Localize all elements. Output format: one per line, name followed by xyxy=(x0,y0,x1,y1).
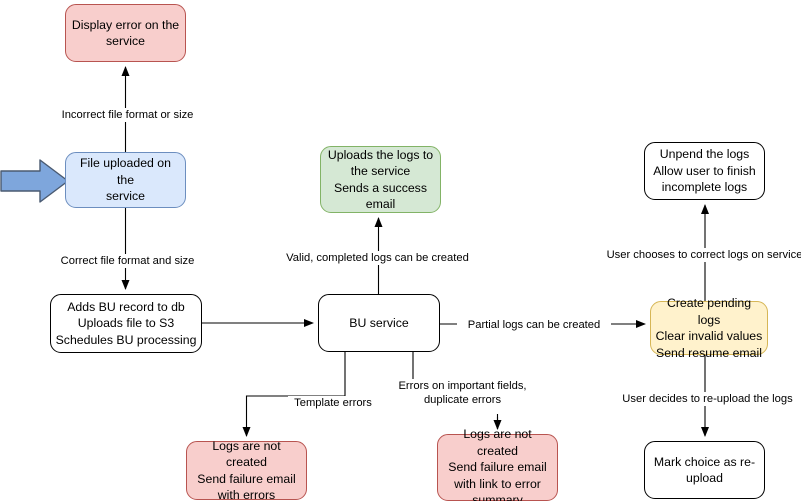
node-create-pending-logs[interactable]: Create pending logs Clear invalid values… xyxy=(650,296,768,360)
entry-block-arrow-icon xyxy=(0,159,69,203)
edge-label-incorrect-file-format: Incorrect file format or size xyxy=(55,108,200,122)
edge-label-valid-completed-logs: Valid, completed logs can be created xyxy=(278,251,477,265)
node-bu-service[interactable]: BU service xyxy=(318,294,440,352)
node-unpend-the-logs[interactable]: Unpend the logs Allow user to finish inc… xyxy=(644,142,765,200)
node-logs-not-created-field-errors[interactable]: Logs are not created Send failure email … xyxy=(437,427,558,501)
node-uploads-the-logs[interactable]: Uploads the logs to the service Sends a … xyxy=(320,146,441,213)
edge-label-partial-logs: Partial logs can be created xyxy=(457,318,611,332)
edge-label-user-chooses-to-correct: User chooses to correct logs on service xyxy=(604,248,801,262)
node-display-error[interactable]: Display error on the service xyxy=(65,4,186,62)
edge-label-errors-on-important-fields: Errors on important fields, duplicate er… xyxy=(390,379,535,407)
edge-label-user-decides-to-reupload: User decides to re-upload the logs xyxy=(613,392,801,406)
edge-label-template-errors: Template errors xyxy=(288,396,378,410)
node-mark-choice-as-reupload[interactable]: Mark choice as re- upload xyxy=(644,441,765,499)
node-logs-not-created-template-errors[interactable]: Logs are not created Send failure email … xyxy=(186,439,307,501)
edge-template-errors xyxy=(242,352,346,437)
edge-label-correct-file-format: Correct file format and size xyxy=(55,254,200,268)
node-adds-bu-record[interactable]: Adds BU record to db Uploads file to S3 … xyxy=(50,294,202,353)
node-file-uploaded-on-the-service[interactable]: File uploaded on the service xyxy=(65,152,186,208)
